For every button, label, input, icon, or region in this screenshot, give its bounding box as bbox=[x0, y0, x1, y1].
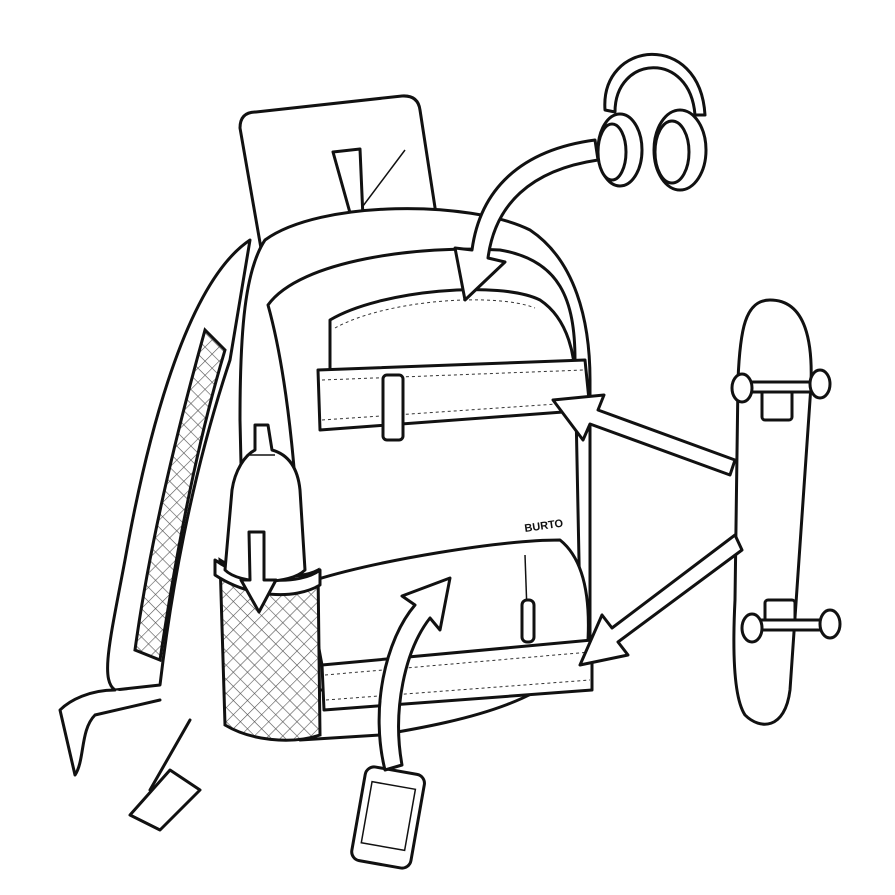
arrow-phone-icon bbox=[377, 576, 452, 772]
strap-buckle bbox=[381, 373, 405, 442]
arrow-skateboard-top-icon bbox=[551, 393, 737, 477]
skateboard bbox=[730, 298, 842, 726]
water-bottle bbox=[223, 423, 307, 614]
smartphone bbox=[350, 765, 426, 870]
arrow-headphones-icon bbox=[453, 138, 600, 302]
shoulder-strap bbox=[58, 238, 252, 832]
zipper-pull bbox=[520, 598, 536, 644]
arrow-down-bottle-icon bbox=[239, 530, 278, 614]
arrow-skateboard-bottom-icon bbox=[578, 533, 744, 667]
headphones bbox=[596, 52, 708, 192]
brand-logo: BURTO bbox=[524, 518, 565, 535]
